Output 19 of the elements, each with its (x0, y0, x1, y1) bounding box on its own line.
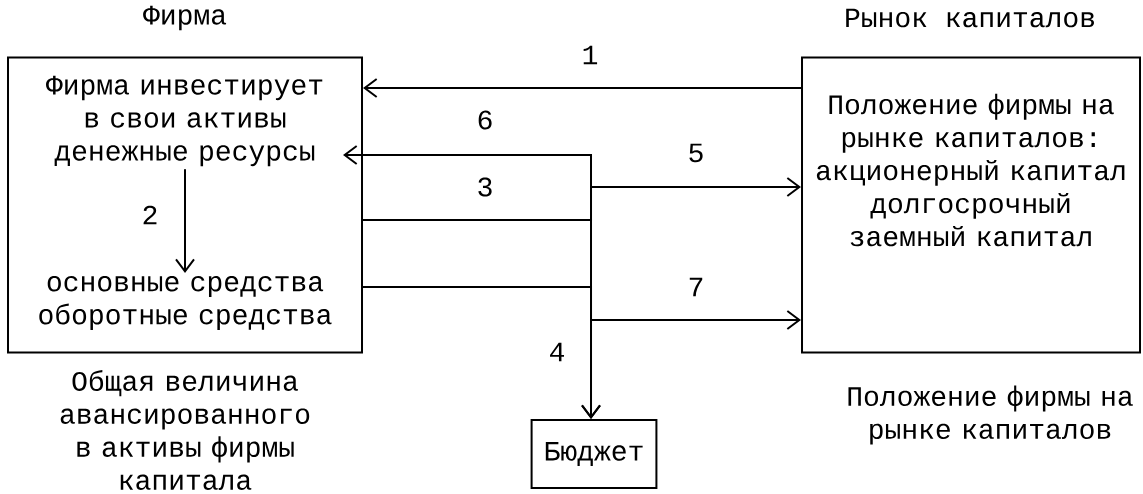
node-label: Положение фирмы на рынке капиталов (848, 385, 1133, 445)
edge-label: 6 (474, 108, 496, 132)
box-text: основные средства оборотные средства (39, 276, 332, 330)
budget-box: Бюджет (530, 419, 658, 489)
box-text: Положение фирмы на рынке капиталов: акционерный капитал долгосрочный заемный капитал (816, 93, 1125, 247)
edge-label: 2 (139, 203, 161, 227)
box-text: Фирма инвестирует в свои активы денежные ресурсы (46, 75, 323, 167)
arrow (363, 78, 802, 98)
edge-label: 3 (474, 175, 496, 199)
node-label: Общая величина авансированного в активы фирмы капитала (60, 370, 310, 490)
edge-label: 7 (685, 275, 707, 299)
edge-label: 5 (685, 141, 707, 165)
arrow (362, 177, 801, 221)
box-heading: Рынок капиталов (846, 8, 1094, 28)
edge-label: 4 (546, 340, 568, 364)
arrow (362, 286, 801, 330)
box-heading: Фирма (143, 5, 227, 31)
edge-label: 1 (579, 43, 601, 67)
arrow (175, 168, 195, 274)
